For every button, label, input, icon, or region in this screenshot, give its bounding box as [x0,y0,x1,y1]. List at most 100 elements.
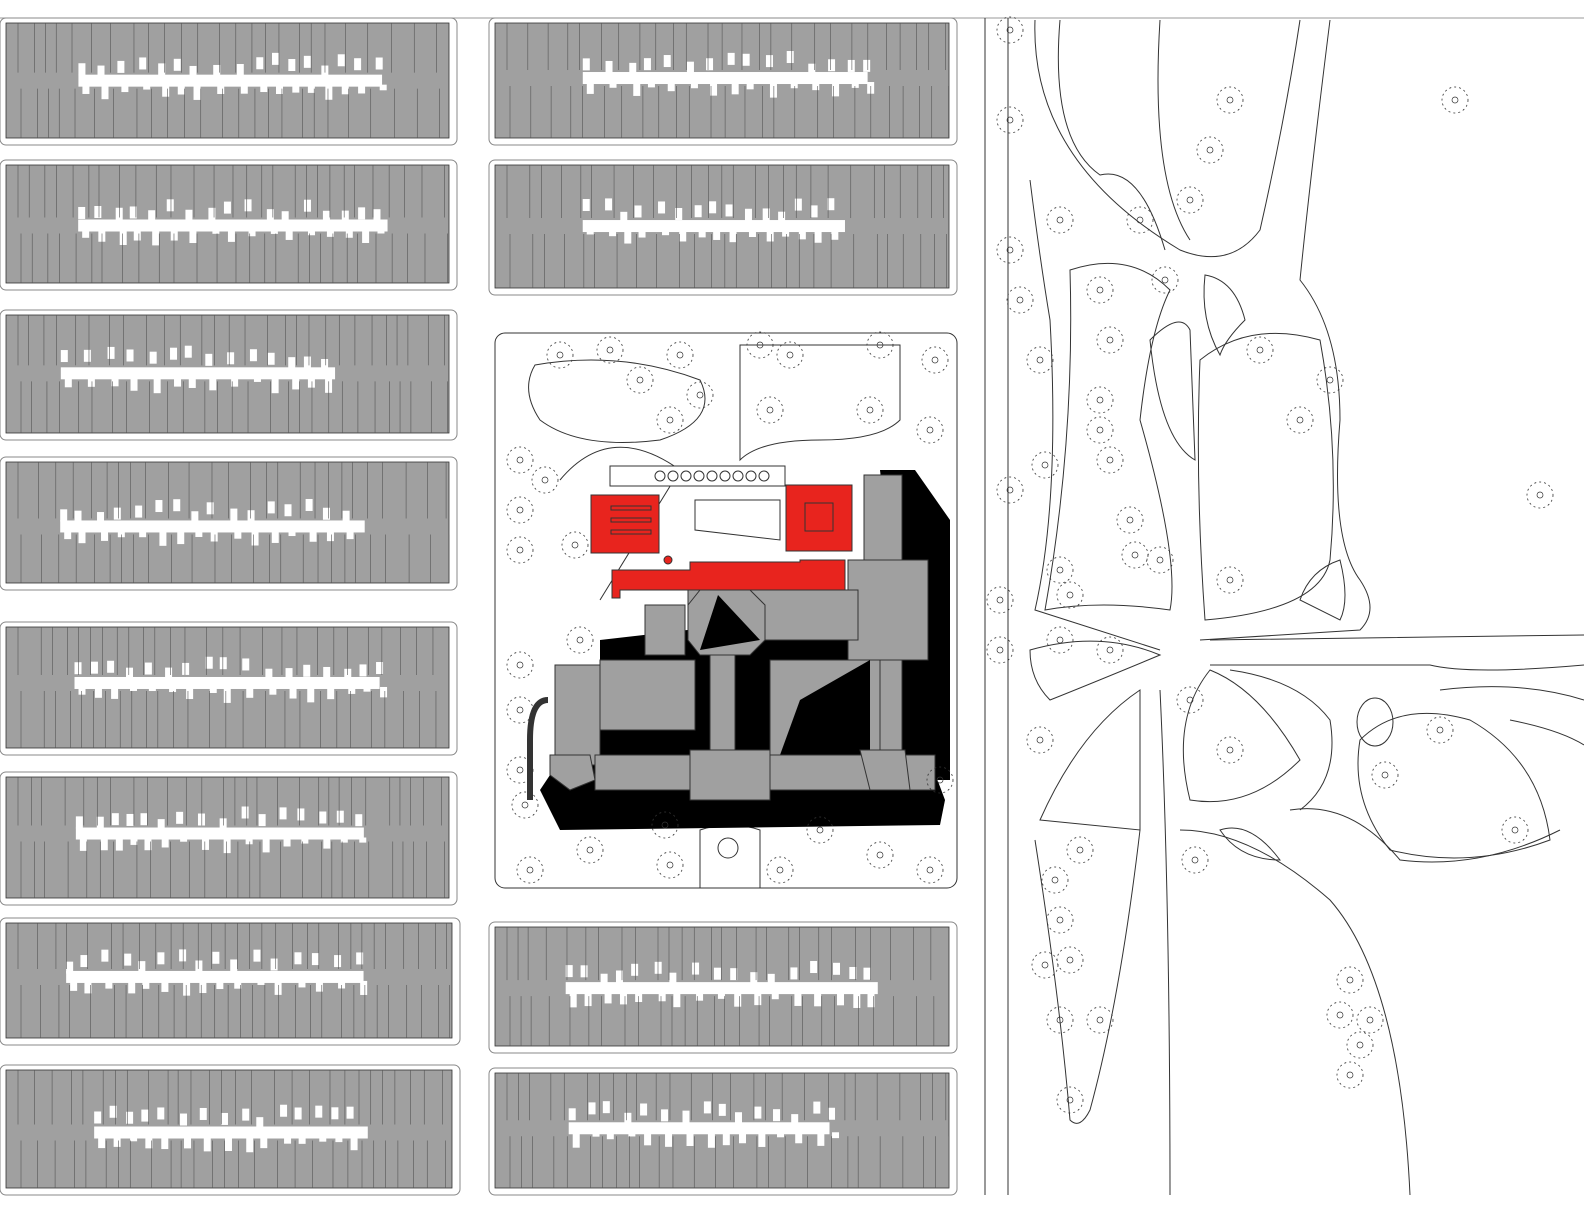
park-path [1199,19,1371,641]
park-path [1057,19,1166,251]
courtyard-notch [682,1110,690,1123]
courtyard-notch [70,980,78,991]
terrace-columns [654,470,770,482]
courtyard [66,970,364,983]
courtyard-notch [74,662,82,675]
courtyard-notch [298,1136,306,1144]
courtyard-notch [199,980,207,994]
tree-icon [1086,1006,1114,1034]
courtyard [568,1122,830,1135]
courtyard-notch [66,961,74,974]
roof-detail [610,517,652,523]
courtyard-notch [180,1113,188,1126]
tree-icon [986,636,1014,664]
courtyard-notch [159,530,167,546]
courtyard-notch [322,507,330,520]
tree-icon [1056,1086,1084,1114]
park-path [1439,686,1584,746]
courtyard-notch [64,377,72,388]
courtyard-notch [363,686,371,692]
courtyard-notch [346,1106,354,1119]
tree-icon [516,856,544,884]
courtyard-notch [767,973,775,986]
courtyard-notch [223,686,231,703]
courtyard-notch [267,352,275,365]
tree-icon [756,396,784,424]
tree-icon [506,756,534,784]
courtyard-notch [582,199,590,212]
courtyard-notch [667,82,675,92]
courtyard-notch [130,686,138,691]
courtyard-notch [79,837,87,851]
courtyard-notch [260,84,268,93]
courtyard-notch [588,1102,596,1115]
courtyard-notch [331,1107,339,1120]
tree-trunk [1056,216,1064,224]
courtyard-notch [281,211,289,224]
courtyard-notch [638,230,646,238]
courtyard-notch [624,230,632,244]
tree-trunk [1036,736,1044,744]
courtyard-notch [230,508,238,521]
courtyard-notch [706,58,714,71]
courtyard-notch [248,229,256,237]
courtyard-notch [604,992,612,1004]
courtyard-notch [129,206,137,219]
courtyard-notch [253,377,261,382]
courtyard-notch [833,962,841,975]
courtyard-notch [189,229,197,244]
courtyard-notch [144,837,152,851]
courtyard-notch [209,686,217,693]
tree-trunk [516,661,524,669]
courtyard-notch [241,806,249,819]
tree-trunk [996,646,1004,654]
courtyard-notch [762,208,770,221]
courtyard-notch [201,837,209,850]
courtyard-notch [725,204,733,217]
courtyard-notch [786,51,794,64]
tree-trunk [636,376,644,384]
tree-trunk [1131,551,1139,559]
courtyard-notch [377,229,385,234]
courtyard-notch [813,1101,821,1114]
courtyard-notch [260,1136,268,1149]
courtyard-notch [155,500,163,513]
courtyard-notch [679,230,687,242]
park-path [1034,19,1301,258]
courtyard-notch [319,811,327,824]
tree-icon [1006,286,1034,314]
courtyard-notch [605,60,613,73]
courtyard-notch [778,211,786,224]
courtyard-notch [245,837,253,845]
tree-trunk [1006,486,1014,494]
tree-trunk [1106,456,1114,464]
courtyard-notch [78,206,86,219]
tree-trunk [1381,771,1389,779]
courtyard-notch [640,1103,648,1116]
courtyard-notch [117,60,125,73]
tree-icon [531,466,559,494]
courtyard-notch [111,813,119,826]
courtyard-notch [373,209,381,222]
courtyard [60,367,336,380]
lawn [1299,559,1346,621]
courtyard-notch [633,82,641,96]
courtyard-notch [152,229,160,246]
tree-icon [1046,906,1074,934]
courtyard-notch [119,229,127,245]
tree-icon [686,381,714,409]
lawn [1203,274,1246,357]
courtyard-notch [253,949,261,962]
courtyard-notch [692,962,700,975]
courtyard-notch [197,813,205,826]
tree-icon [996,476,1024,504]
courtyard-notch [176,811,184,824]
courtyard-notch [311,953,319,966]
tree-trunk [1056,916,1064,924]
courtyard-notch [256,57,264,70]
tree-trunk [1006,26,1014,34]
courtyard-notch [305,498,313,511]
courtyard-notch [565,965,573,978]
courtyard-notch [161,980,169,992]
new-building-link [611,559,846,599]
